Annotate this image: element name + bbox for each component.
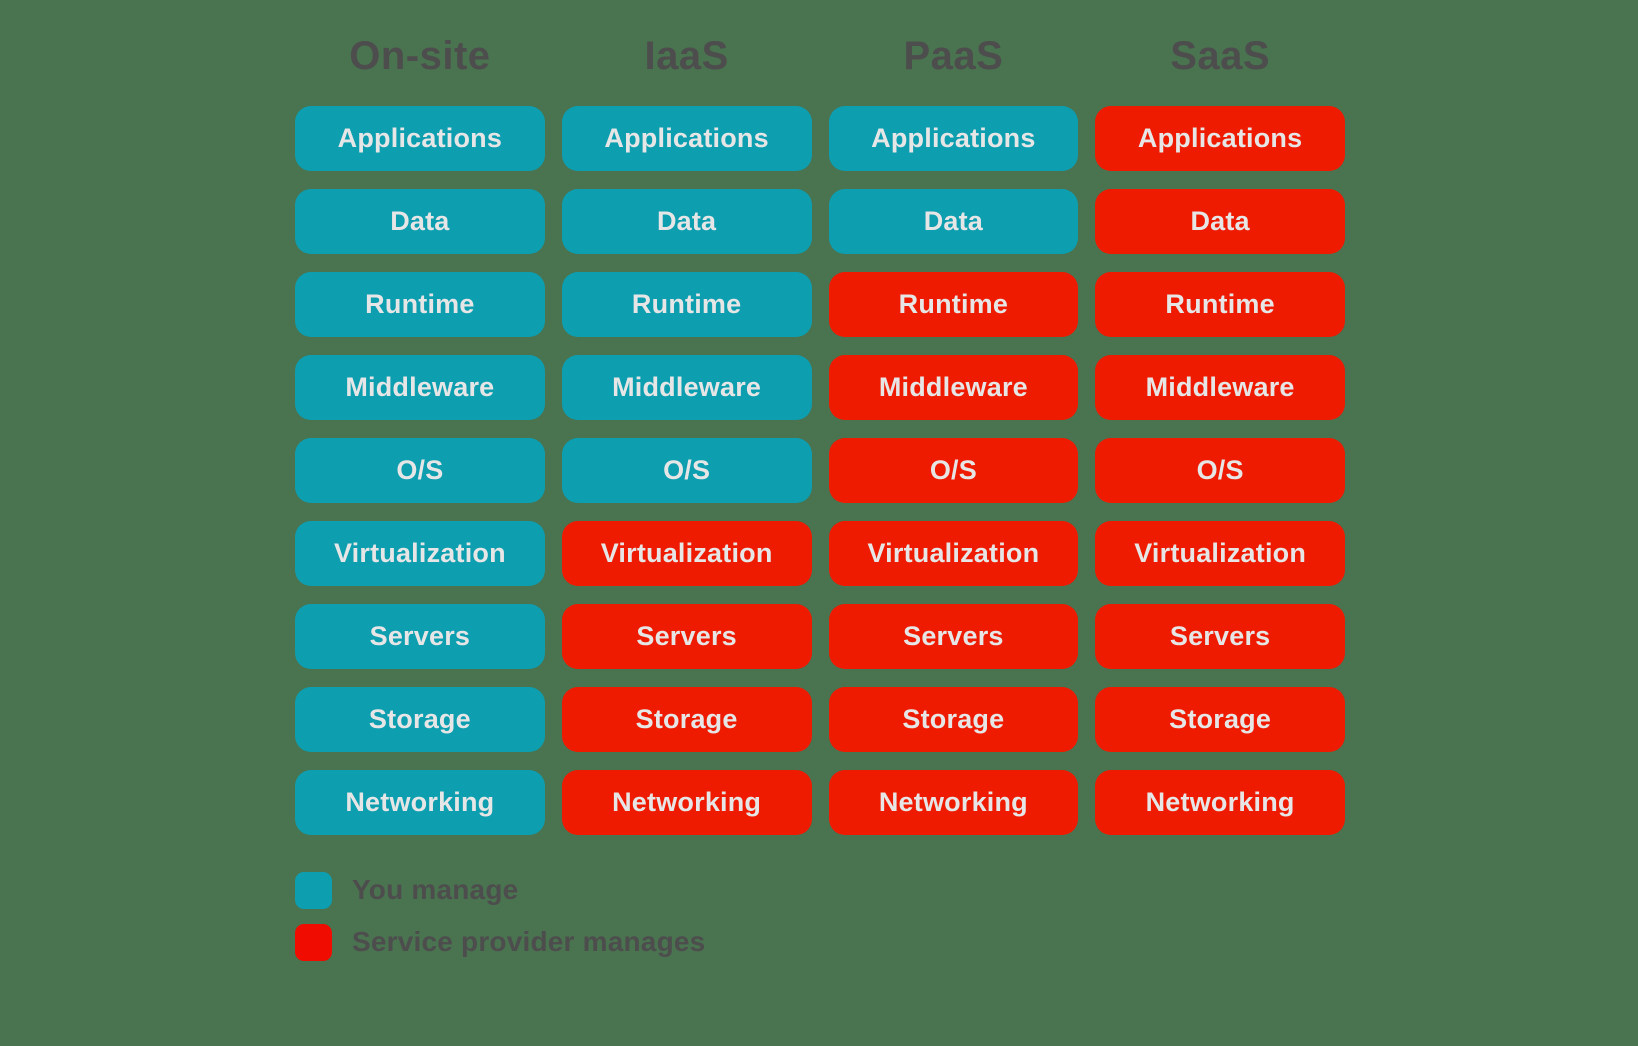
cell-iaas-data[interactable]: Data [561, 189, 812, 254]
cell-on-site-middleware[interactable]: Middleware [295, 355, 545, 420]
cell-on-site-servers[interactable]: Servers [295, 604, 545, 669]
cell-saas-o-s[interactable]: O/S [1095, 438, 1345, 503]
cell-paas-runtime[interactable]: Runtime [828, 272, 1079, 337]
cell-iaas-applications[interactable]: Applications [561, 106, 812, 171]
column-header-row: On-site IaaS PaaS SaaS [295, 28, 1345, 84]
cell-saas-runtime[interactable]: Runtime [1095, 272, 1345, 337]
cell-paas-middleware[interactable]: Middleware [828, 355, 1079, 420]
column-header-saas: SaaS [1170, 34, 1271, 78]
cell-iaas-networking[interactable]: Networking [561, 770, 812, 835]
cell-paas-servers[interactable]: Servers [828, 604, 1079, 669]
cell-paas-virtualization[interactable]: Virtualization [828, 521, 1079, 586]
cell-on-site-applications[interactable]: Applications [295, 106, 545, 171]
cell-on-site-data[interactable]: Data [295, 189, 545, 254]
cell-saas-servers[interactable]: Servers [1095, 604, 1345, 669]
cell-paas-applications[interactable]: Applications [828, 106, 1079, 171]
cell-saas-middleware[interactable]: Middleware [1095, 355, 1345, 420]
cell-iaas-storage[interactable]: Storage [561, 687, 812, 752]
column-header-iaas: IaaS [644, 34, 729, 78]
cell-saas-applications[interactable]: Applications [1095, 106, 1345, 171]
cell-on-site-networking[interactable]: Networking [295, 770, 545, 835]
cell-paas-storage[interactable]: Storage [828, 687, 1079, 752]
cell-on-site-runtime[interactable]: Runtime [295, 272, 545, 337]
cell-on-site-storage[interactable]: Storage [295, 687, 545, 752]
column-header-on-site: On-site [349, 34, 491, 78]
cell-iaas-servers[interactable]: Servers [561, 604, 812, 669]
cell-paas-data[interactable]: Data [828, 189, 1079, 254]
cell-iaas-virtualization[interactable]: Virtualization [561, 521, 812, 586]
cell-on-site-o-s[interactable]: O/S [295, 438, 545, 503]
legend-swatch-you [295, 871, 332, 909]
cell-saas-networking[interactable]: Networking [1095, 770, 1345, 835]
legend-label-you: You manage [352, 874, 519, 905]
cell-iaas-middleware[interactable]: Middleware [561, 355, 812, 420]
column-header-paas: PaaS [903, 34, 1004, 78]
legend-label-provider: Service provider manages [352, 926, 706, 957]
legend-item-you: You manage [295, 871, 705, 909]
legend-item-provider: Service provider manages [295, 923, 705, 961]
cell-saas-virtualization[interactable]: Virtualization [1095, 521, 1345, 586]
cell-paas-networking[interactable]: Networking [828, 770, 1079, 835]
cell-paas-o-s[interactable]: O/S [828, 438, 1079, 503]
cell-saas-storage[interactable]: Storage [1095, 687, 1345, 752]
cell-saas-data[interactable]: Data [1095, 189, 1345, 254]
cell-iaas-runtime[interactable]: Runtime [561, 272, 812, 337]
legend-swatch-provider [295, 923, 332, 961]
cell-on-site-virtualization[interactable]: Virtualization [295, 521, 545, 586]
cell-iaas-o-s[interactable]: O/S [561, 438, 812, 503]
